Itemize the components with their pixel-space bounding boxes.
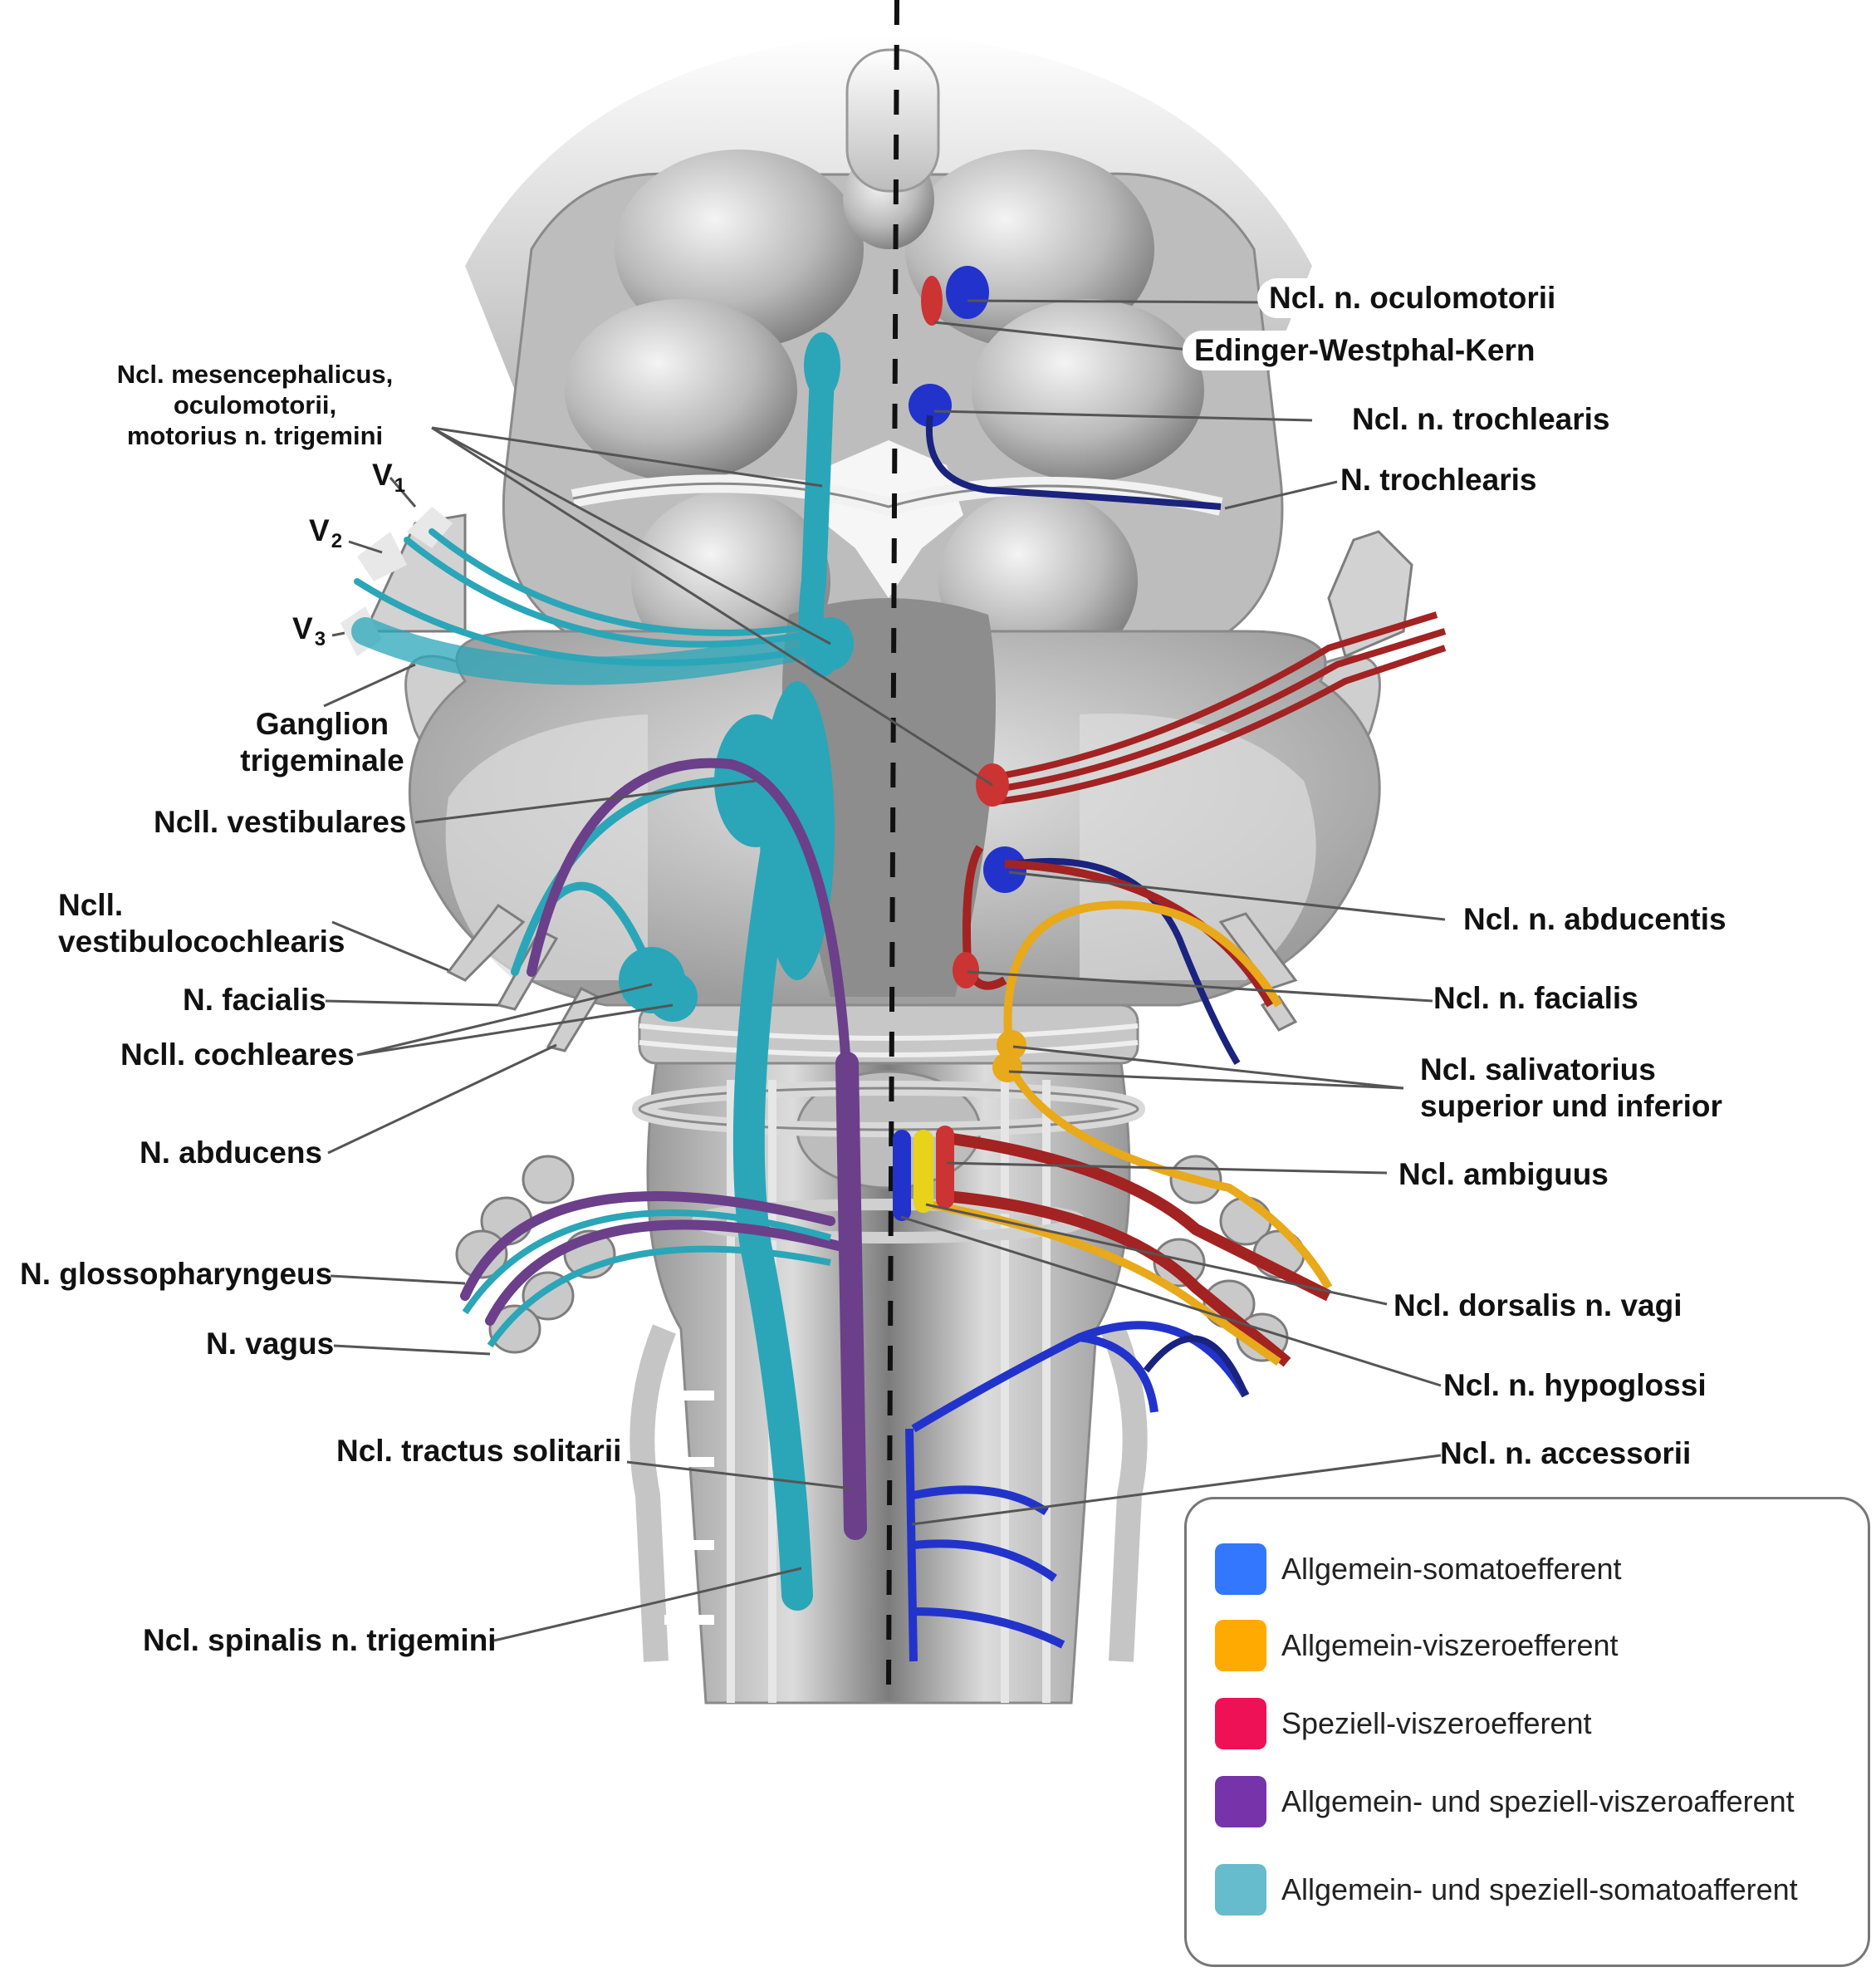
ncl-abducentis-node (983, 846, 1026, 893)
colliculus-superior-left (615, 150, 864, 349)
label-v1-main: V (372, 458, 393, 492)
ncl-facialis-node (953, 952, 979, 988)
rhomboid-fossa (781, 598, 996, 997)
legend-swatch (1215, 1776, 1266, 1827)
vestibular-fiber (511, 776, 752, 976)
label-v1-sub: 1 (394, 474, 406, 497)
label-ncll-vestibulares: Ncll. vestibulares (154, 805, 407, 839)
label-ncl-dorsalis-vagi: Ncl. dorsalis n. vagi (1394, 1288, 1683, 1322)
label-ncll-cochleares: Ncll. cochleares (120, 1038, 355, 1072)
legend-label: Speziell-viszeroefferent (1281, 1706, 1592, 1740)
pineal-stalk (845, 48, 940, 193)
label-ncl-oculomotorii: Ncl. n. oculomotorii (1257, 278, 1568, 319)
facialis-fiber (962, 845, 1007, 990)
label-v1: V1 (372, 457, 405, 498)
ncl-trochlearis-node (909, 384, 952, 427)
label-v3-main: V (292, 611, 313, 645)
label-ncl-salivatorius: Ncl. salivatorius superior und inferior (1420, 1052, 1722, 1124)
leader-lines (323, 299, 1446, 1642)
label-ncl-hypoglossi: Ncl. n. hypoglossi (1443, 1368, 1707, 1402)
label-n-vagus: N. vagus (206, 1327, 335, 1361)
translucent-right (1080, 714, 1316, 980)
ncl-hypoglossi-node (893, 1130, 911, 1221)
legend-swatch (1215, 1864, 1266, 1916)
nerve-stub-vestibulocochlear (446, 903, 526, 982)
label-ncl-abducentis: Ncl. n. abducentis (1463, 902, 1727, 936)
label-ncll-vestibulocochlearis: Ncll. vestibulocochlearis (58, 888, 345, 959)
label-v2: V2 (309, 513, 342, 554)
trigeminal-motor-fibers (996, 611, 1438, 780)
spinal-ladder-left (629, 1324, 676, 1662)
ncl-dorsalis-vagi-node (914, 1130, 933, 1213)
label-ncl-ambiguus: Ncl. ambiguus (1398, 1157, 1609, 1191)
legend-item: Allgemein-somatoefferent (1215, 1543, 1622, 1596)
label-v3-sub: 3 (314, 628, 326, 650)
legend-item: Allgemein-viszeroefferent (1215, 1619, 1619, 1672)
viszeroafferent-fiber (527, 758, 860, 1533)
colliculus-middle-left (565, 299, 797, 482)
legend-label: Allgemein- und speziell-somatoafferent (1281, 1872, 1798, 1906)
legend-item: Speziell-viszeroefferent (1215, 1697, 1592, 1750)
midline-dashed (886, 0, 899, 1687)
label-ncl-facialis: Ncl. n. facialis (1433, 981, 1638, 1015)
label-ganglion-trigeminale: Ganglion trigeminale (240, 707, 404, 778)
accessorius-fiber (905, 1428, 918, 1662)
label-v3: V3 (292, 611, 326, 652)
ncl-salivatorius-inf (992, 1052, 1022, 1082)
label-n-abducens: N. abducens (140, 1136, 322, 1170)
ncl-mesencephalicus-node (804, 332, 840, 399)
label-ncl-accessorii: Ncl. n. accessorii (1440, 1436, 1692, 1470)
velum-cross (814, 440, 963, 598)
legend-label: Allgemein-viszeroefferent (1281, 1628, 1619, 1662)
label-edinger-westphal: Edinger-Westphal-Kern (1183, 331, 1547, 371)
cochlear-fiber (544, 881, 652, 968)
colliculus-middle-right (972, 299, 1204, 482)
label-ncl-tractus-solitarii: Ncl. tractus solitarii (336, 1434, 622, 1468)
label-n-glossopharyngeus: N. glossopharyngeus (20, 1257, 333, 1291)
trochlear-nerve-fiber (925, 415, 1222, 510)
legend-label: Allgemein- und speziell-viszeroafferent (1281, 1784, 1795, 1818)
legend-swatch (1215, 1620, 1266, 1671)
legend-swatch (1215, 1698, 1266, 1749)
legend-item: Allgemein- und speziell-somatoafferent (1215, 1863, 1798, 1916)
label-n-facialis: N. facialis (183, 983, 326, 1017)
label-ncl-mesencephalicus: Ncl. mesencephalicus, oculomotorii, moto… (116, 360, 394, 451)
label-v2-main: V (309, 513, 330, 547)
label-v2-sub: 2 (331, 530, 343, 552)
trigeminal-root-right (1327, 530, 1413, 659)
label-ncl-trochlearis: Ncl. n. trochlearis (1352, 402, 1610, 436)
tractus-solitarii (835, 1052, 867, 1540)
label-ncl-spinalis-trigemini: Ncl. spinalis n. trigemini (143, 1623, 497, 1657)
ncl-salivatorius-sup (997, 1030, 1026, 1060)
label-n-trochlearis: N. trochlearis (1340, 463, 1537, 497)
legend-item: Allgemein- und speziell-viszeroafferent (1215, 1775, 1795, 1828)
legend-swatch (1215, 1543, 1266, 1595)
edinger-westphal-node (921, 276, 943, 326)
legend-label: Allgemein-somatoefferent (1281, 1552, 1622, 1586)
ncl-oculomotorii-node (946, 266, 989, 319)
ncl-ambiguus-node (936, 1126, 954, 1209)
